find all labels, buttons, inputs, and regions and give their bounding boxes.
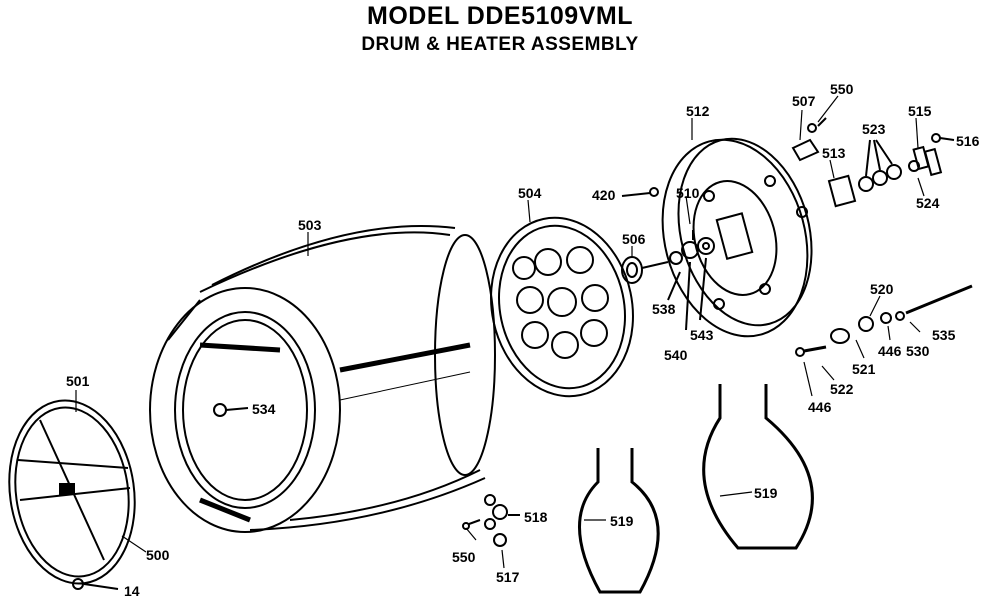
part-label: 507 <box>792 93 816 109</box>
part-label: 420 <box>592 187 616 203</box>
part-label: 535 <box>932 327 956 343</box>
part-label: 522 <box>830 381 854 397</box>
model-title: MODEL DDE5109VML <box>367 2 633 30</box>
assembly-subtitle: DRUM & HEATER ASSEMBLY <box>361 34 639 55</box>
part-label: 538 <box>652 301 676 317</box>
part-label: 517 <box>496 569 520 585</box>
screw-14 <box>72 578 119 590</box>
part-label: 523 <box>862 121 886 137</box>
part-label: 515 <box>908 103 932 119</box>
thermostat-rod-group <box>795 284 973 357</box>
part-label: 504 <box>518 185 542 201</box>
part-label: 446 <box>878 343 902 359</box>
part-label: 519 <box>610 513 634 529</box>
part-label: 446 <box>808 399 832 415</box>
screw-420-leader <box>621 192 651 197</box>
part-label: 516 <box>956 133 980 149</box>
part-label: 524 <box>916 195 940 211</box>
part-label: 501 <box>66 373 90 389</box>
part-534 <box>213 403 249 417</box>
parts-517-518 <box>462 494 520 547</box>
part-label: 518 <box>524 509 548 525</box>
part-label: 519 <box>754 485 778 501</box>
part-label: 513 <box>822 145 846 161</box>
part-label: 14 <box>124 583 140 599</box>
part-label: 534 <box>252 401 276 417</box>
part-label: 503 <box>298 217 322 233</box>
washers-538-540-543 <box>667 230 715 331</box>
part-label: 550 <box>830 81 854 97</box>
part-513 <box>827 174 857 208</box>
part-label: 543 <box>690 327 714 343</box>
rear-bulkhead <box>661 137 813 338</box>
part-label: 510 <box>676 185 700 201</box>
part-label: 540 <box>664 347 688 363</box>
washers-523 <box>858 139 902 192</box>
drum <box>149 224 496 533</box>
part-label: 520 <box>870 281 894 297</box>
part-label: 530 <box>906 343 930 359</box>
part-label: 550 <box>452 549 476 565</box>
heater-coil-small <box>578 448 660 594</box>
parts-515-516-524 <box>908 133 955 177</box>
part-label: 512 <box>686 103 710 119</box>
part-label: 500 <box>146 547 170 563</box>
part-label: 521 <box>852 361 876 377</box>
screw-420 <box>649 187 659 197</box>
front-seal-ring <box>8 399 136 585</box>
leader-lines <box>75 95 925 569</box>
heater-coil-large <box>702 384 814 550</box>
drum-rear-panel <box>490 216 634 398</box>
bearing-506 <box>621 256 669 284</box>
part-label: 506 <box>622 231 646 247</box>
bracket-507 <box>791 117 827 162</box>
